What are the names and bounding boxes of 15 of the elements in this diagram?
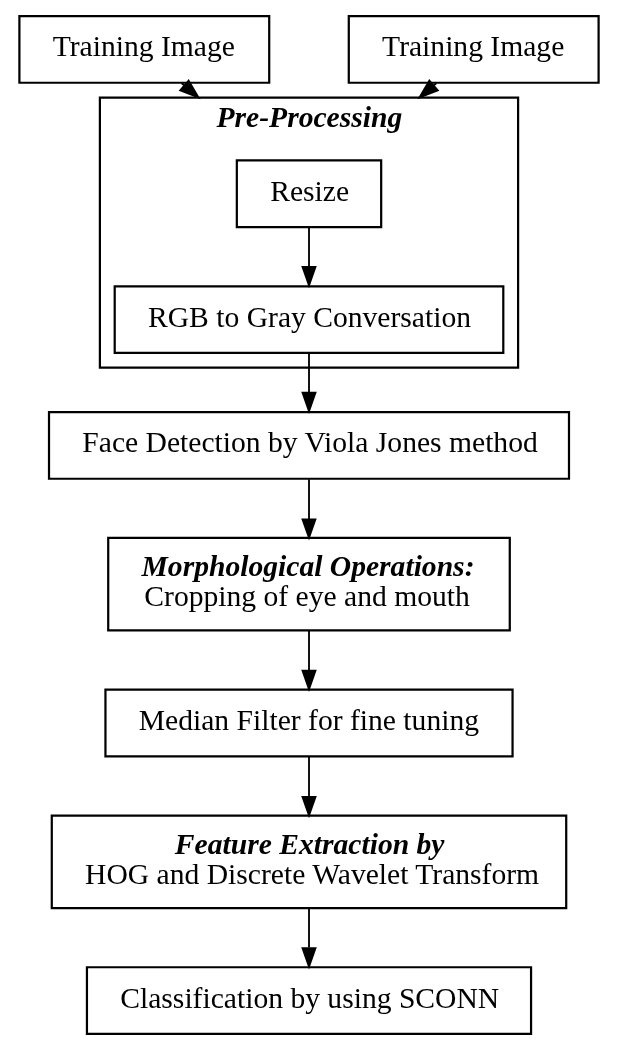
node-box: Median Filter for fine tuning (103, 688, 514, 758)
arrow (300, 352, 317, 415)
node-box: Face Detection by Viola Jones method (47, 411, 570, 480)
node-box: Training Image (347, 15, 600, 84)
arrow (300, 478, 317, 541)
node-box: Morphological Operations: Cropping of eye and mouth (106, 536, 511, 632)
node-box: Feature Extraction by HOG and Discrete Wavelet Transform (50, 814, 567, 910)
node-box: Classification by using SCONN (85, 966, 532, 1035)
node-box: RGB to Gray Conversation (113, 285, 504, 355)
arrow (300, 226, 317, 289)
node-box: Training Image (17, 15, 270, 84)
arrow (300, 907, 317, 970)
arrow (300, 755, 317, 819)
arrow (300, 630, 317, 692)
node-box: Resize (235, 159, 382, 229)
